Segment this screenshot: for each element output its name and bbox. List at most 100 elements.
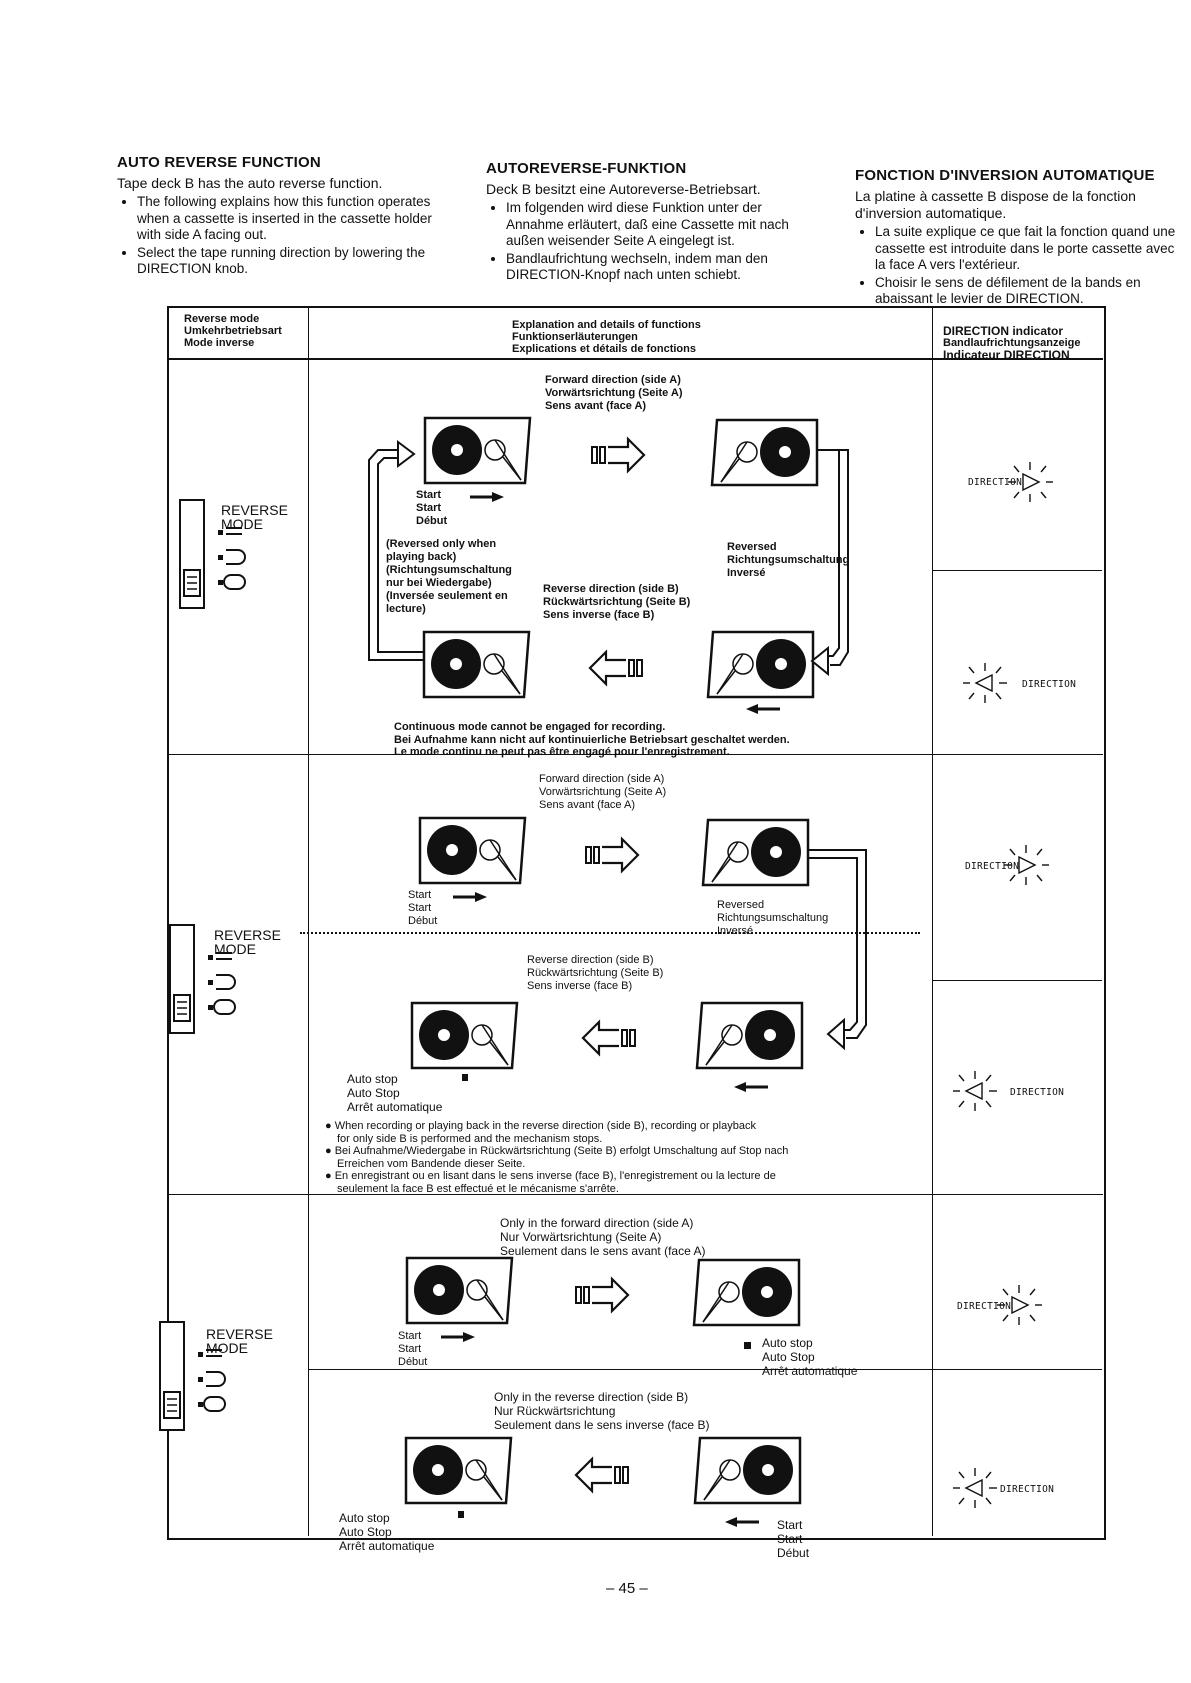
header-line: Explanation and details of functions	[512, 319, 701, 331]
text-line: Sens inverse (face B)	[543, 609, 655, 621]
text-line: Erreichen vom Bandende dieser Seite.	[337, 1157, 526, 1170]
text-line: Rückwärtsrichtung (Seite B)	[527, 967, 664, 979]
text-line: Sens inverse (face B)	[527, 980, 633, 992]
text-line: nur bei Wiedergabe)	[386, 577, 492, 589]
text-line: Sens avant (face A)	[539, 799, 635, 811]
text-line: En enregistrant ou en lisant dans le sen…	[334, 1170, 776, 1182]
auto-stop-label: Auto stop Auto Stop Arrêt automatique	[339, 1511, 434, 1553]
reverse-arrow-icon	[581, 1020, 637, 1056]
reverse-direction-text: Reverse direction (side B) Rückwärtsrich…	[543, 583, 690, 622]
reverse-mode-label: REVERSE MODE	[221, 503, 288, 531]
reversed-label: Reversed Richtungsumschaltung Inversé	[717, 899, 828, 938]
header-line: Reverse mode	[184, 313, 260, 325]
direction-label: DIRECTION	[1022, 679, 1077, 690]
text-line: Continuous mode cannot be engaged for re…	[394, 721, 666, 733]
start-arrow-icon	[451, 890, 489, 904]
text-line: Le mode continu ne peut pas être engagé …	[394, 746, 730, 758]
intro-lead: Deck B besitzt eine Autoreverse-Betriebs…	[486, 181, 761, 197]
start-label: Start Start Début	[777, 1518, 809, 1560]
auto-stop-label: Auto stop Auto Stop Arrêt automatique	[762, 1336, 857, 1378]
cassette-icon	[695, 1001, 804, 1070]
reversed-only-note: (Reversed only when playing back) (Richt…	[386, 538, 512, 616]
direction-label: DIRECTION	[957, 1301, 1012, 1312]
text-line: Seulement dans le sens avant (face A)	[500, 1244, 706, 1258]
text-line: Richtungsumschaltung	[717, 912, 829, 924]
text-line: Sens avant (face A)	[545, 400, 647, 412]
text-line: Start	[408, 889, 432, 901]
cassette-icon	[422, 630, 531, 699]
intro-bullet: Select the tape running direction by low…	[137, 245, 447, 278]
text-line: (Reversed only when	[386, 538, 497, 550]
text-line: Forward direction (side A)	[539, 773, 665, 785]
text-line: Nur Rückwärtsrichtung	[494, 1404, 616, 1418]
cassette-icon	[410, 1001, 519, 1070]
text-line: Reverse direction (side B)	[543, 583, 679, 595]
text-line: Only in the reverse direction (side B)	[494, 1390, 689, 1404]
intro-bullet: The following explains how this function…	[137, 194, 447, 244]
text-line: Auto Stop	[339, 1525, 392, 1539]
intro-bullet: Im folgenden wird diese Funktion unter d…	[506, 200, 816, 250]
intro-english: AUTO REVERSE FUNCTION Tape deck B has th…	[117, 154, 447, 279]
header-direction-indicator: DIRECTION indicator Bandlaufrichtungsanz…	[943, 325, 1081, 361]
label-line: MODE	[206, 1340, 248, 1356]
cassette-icon	[405, 1256, 514, 1325]
loop-line	[808, 849, 867, 1039]
loop-line	[368, 449, 424, 661]
direction-reverse-icon	[962, 662, 1008, 704]
text-line: Reversed	[717, 899, 765, 911]
text-line: Arrêt automatique	[339, 1539, 435, 1553]
col-divider	[308, 307, 309, 1536]
text-line: Bei Aufnahme/Wiedergabe in Rückwärtsrich…	[334, 1145, 789, 1157]
direction-label: DIRECTION	[968, 477, 1023, 488]
auto-stop-label: Auto stop Auto Stop Arrêt automatique	[347, 1072, 442, 1114]
text-line: (Richtungsumschaltung	[386, 564, 512, 576]
header-line: Bandlaufrichtungsanzeige	[943, 337, 1081, 349]
direction-reverse-icon	[952, 1467, 998, 1509]
intro-lead: La platine à cassette B dispose de la fo…	[855, 188, 1136, 221]
only-forward-text: Only in the forward direction (side A) N…	[500, 1216, 705, 1258]
text-line: Vorwärtsrichtung (Seite A)	[539, 786, 667, 798]
intro-title: FONCTION D'INVERSION AUTOMATIQUE	[855, 167, 1155, 184]
cell-divider	[933, 980, 1102, 981]
stop-icon	[458, 1511, 464, 1518]
reverse-run-arrow-icon	[744, 702, 782, 716]
text-line: seulement la face B est effectué et le m…	[337, 1182, 619, 1195]
row-divider	[168, 1194, 1103, 1195]
label-line: MODE	[214, 941, 256, 957]
reverse-mode-label: REVERSE MODE	[206, 1327, 273, 1355]
loop-line	[817, 449, 849, 666]
text-line: Start	[408, 902, 432, 914]
text-line: (Inversée seulement en	[386, 590, 508, 602]
text-line: Début	[416, 515, 448, 527]
text-line: Auto Stop	[762, 1350, 815, 1364]
label-line: REVERSE	[214, 927, 281, 943]
intro-french: FONCTION D'INVERSION AUTOMATIQUE La plat…	[855, 167, 1185, 309]
text-line: Inversé	[727, 567, 766, 579]
cell-divider	[309, 1369, 1102, 1370]
start-arrow-icon	[439, 1330, 477, 1344]
text-line: Seulement dans le sens inverse (face B)	[494, 1418, 710, 1432]
page-number: – 45 –	[606, 1580, 648, 1597]
forward-direction-text: Forward direction (side A) Vorwärtsricht…	[539, 773, 666, 812]
reverse-run-arrow-icon	[723, 1515, 761, 1529]
text-line: Reversed	[727, 541, 777, 553]
text-line: lecture)	[386, 603, 426, 615]
text-line: Arrêt automatique	[347, 1100, 443, 1114]
stop-icon	[744, 1342, 751, 1349]
label-line: MODE	[221, 516, 263, 532]
intro-german: AUTOREVERSE-FUNKTION Deck B besitzt eine…	[486, 160, 816, 285]
text-line: Auto stop	[347, 1072, 398, 1086]
text-line: Start	[416, 489, 442, 501]
direction-label: DIRECTION	[965, 861, 1020, 872]
text-line: Forward direction (side A)	[545, 374, 681, 386]
row-divider	[168, 754, 1103, 755]
intro-title: AUTO REVERSE FUNCTION	[117, 154, 321, 171]
header-line: Mode inverse	[184, 337, 255, 349]
forward-arrow-icon	[584, 837, 640, 873]
reverse-arrow-icon	[588, 650, 644, 686]
text-line: Start	[777, 1532, 803, 1546]
cassette-icon	[701, 818, 810, 887]
cassette-icon	[423, 416, 532, 485]
continuous-mode-note: Continuous mode cannot be engaged for re…	[394, 721, 790, 759]
